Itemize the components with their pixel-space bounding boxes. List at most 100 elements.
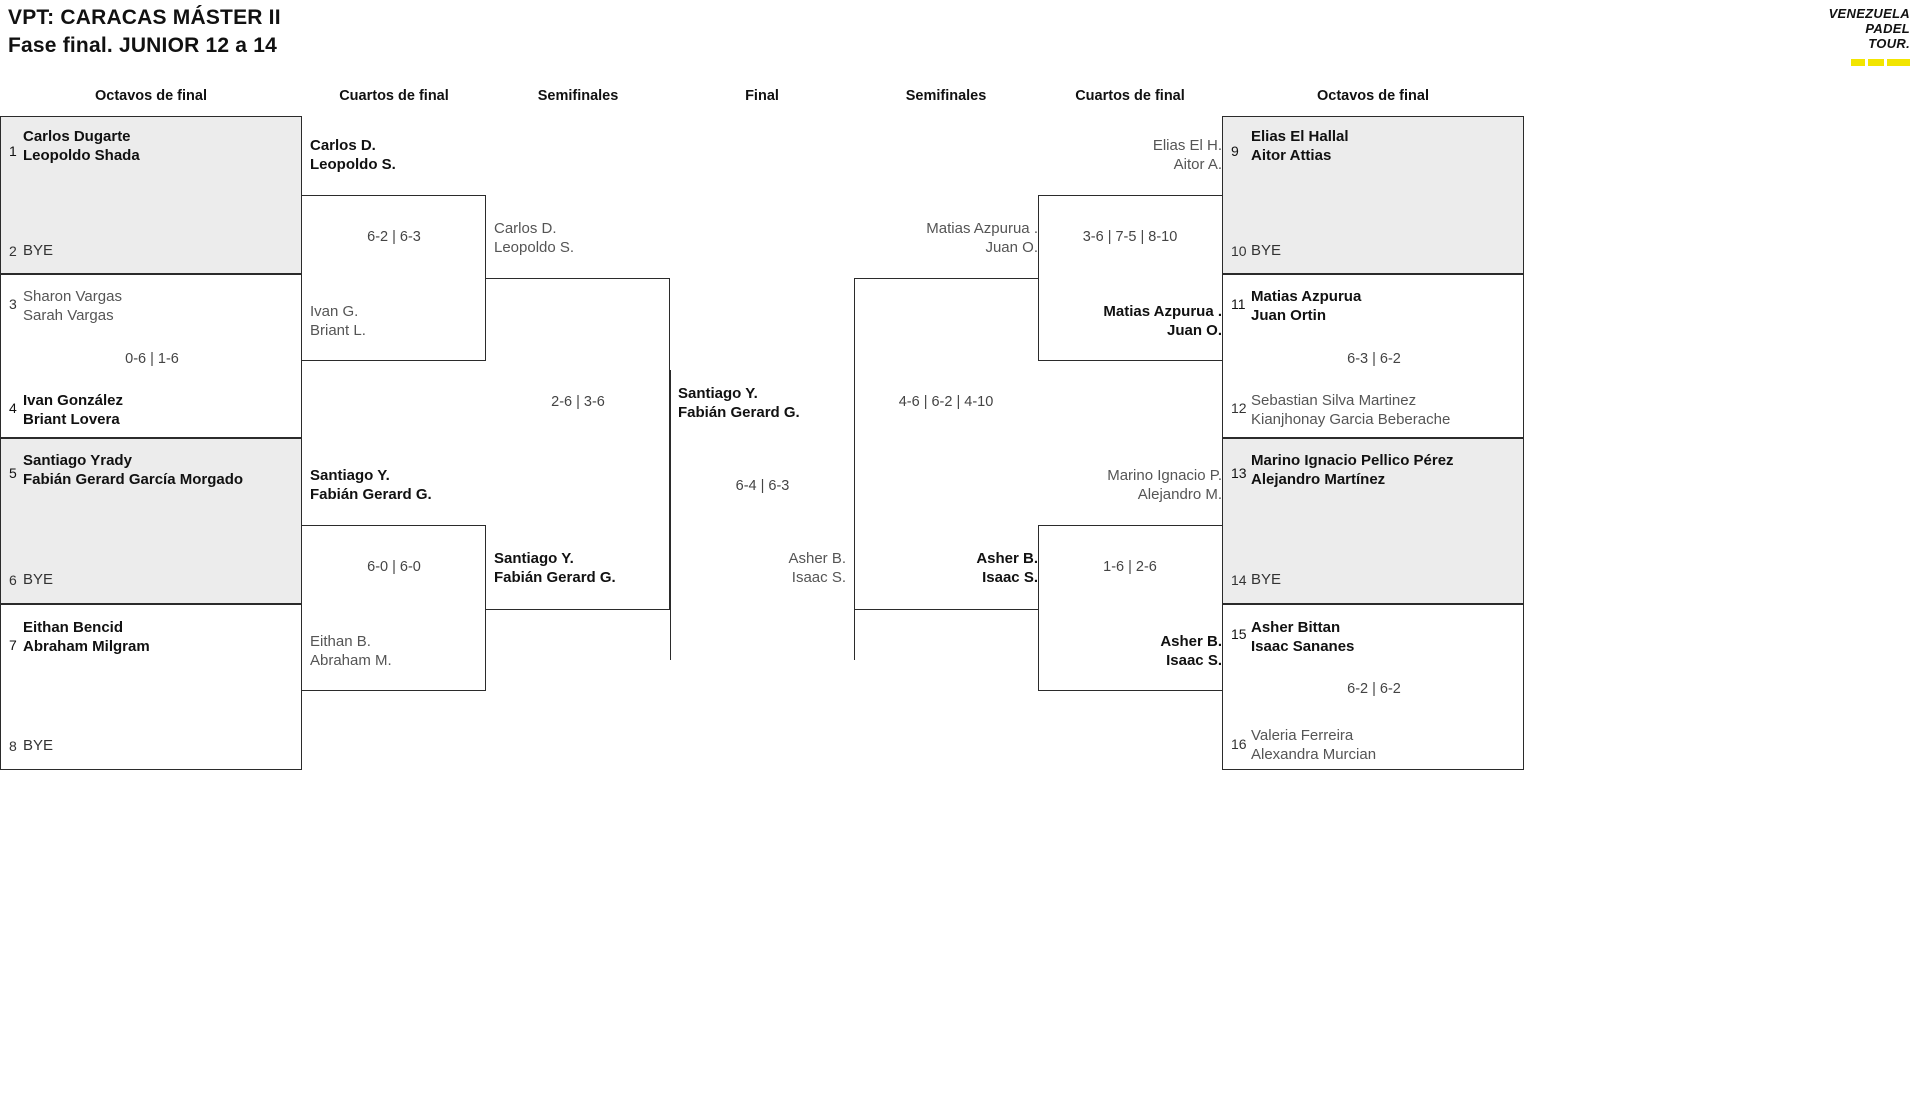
sf-player-line-1: Matias Azpurua .	[926, 220, 1038, 237]
qf-player-line-1: Ivan G.	[310, 303, 359, 320]
final-player-line-1: Asher B.	[788, 550, 846, 567]
player-line-2: Juan Ortin	[1251, 307, 1327, 324]
player-line-1: Carlos Dugarte	[23, 128, 131, 145]
qf-player-line-1: Asher B.	[1160, 633, 1222, 650]
final-connector-left	[670, 370, 671, 660]
round-header-final: Final	[745, 88, 779, 104]
qf-player-line-2: Abraham M.	[310, 652, 392, 669]
vpt-logo: VENEZUELA PADEL TOUR.	[1792, 6, 1910, 68]
qf-player-line-1: Marino Ignacio P.	[1107, 467, 1222, 484]
seed-number: 16	[1231, 736, 1247, 752]
qf-match-score-2: 1-6 | 2-6	[1103, 559, 1157, 575]
round-header-left-r16: Octavos de final	[94, 88, 207, 104]
sf-box-right[interactable]	[854, 278, 1038, 610]
seed-number: 13	[1231, 465, 1247, 481]
r16-cell-seed-3[interactable]: 3 Sharon Vargas Sarah Vargas 0-6 | 1-6 4…	[0, 274, 302, 438]
qf-player-line-2: Aitor A.	[1173, 156, 1222, 173]
logo-dot-icon	[1851, 59, 1858, 66]
round-header-right-sf: Semifinales	[905, 88, 987, 104]
round-header-left-sf: Semifinales	[537, 88, 619, 104]
player-line-2: Isaac Sananes	[1251, 638, 1355, 655]
player-line-2: Briant Lovera	[23, 411, 120, 428]
match-score: 6-3 | 6-2	[1347, 351, 1401, 367]
sf-player-line-2: Juan O.	[985, 239, 1038, 256]
logo-line-padel: PADEL	[1865, 21, 1910, 36]
sf-player-line-2: Leopoldo S.	[494, 239, 575, 256]
sf-match-score-left: 2-6 | 3-6	[551, 394, 605, 410]
qf-player-line-2: Briant L.	[310, 322, 366, 339]
sf-player-line-1: Carlos D.	[494, 220, 557, 237]
final-player-line-1: Santiago Y.	[678, 385, 758, 402]
seed-number: 10	[1231, 243, 1247, 259]
qf-player-line-2: Fabián Gerard G.	[310, 486, 432, 503]
tournament-phase: Fase final. JUNIOR 12 a 14	[8, 34, 277, 57]
sf-player-line-1: Santiago Y.	[494, 550, 574, 567]
qf-player-line-2: Alejandro M.	[1137, 486, 1222, 503]
sf-player-line-2: Fabián Gerard G.	[494, 569, 616, 586]
qf-player-line-1: Eithan B.	[310, 633, 371, 650]
qf-box-left-2[interactable]	[302, 525, 486, 691]
sf-player-line-1: Asher B.	[976, 550, 1038, 567]
match-score: 6-2 | 6-2	[1347, 681, 1401, 697]
round-header-left-qf: Cuartos de final	[339, 88, 449, 104]
page-title: VPT: CARACAS MÁSTER II Fase final. JUNIO…	[8, 4, 281, 60]
bye-label: BYE	[23, 737, 54, 754]
player-line-2: Kianjhonay Garcia Beberache	[1251, 411, 1451, 428]
r16-cell-seed-11[interactable]: 11 Matias Azpurua Juan Ortin 6-3 | 6-2 1…	[1222, 274, 1524, 438]
seed-number: 5	[9, 465, 17, 481]
r16-cell-seed-5[interactable]: 5 Santiago Yrady Fabián Gerard García Mo…	[0, 438, 302, 604]
qf-player-line-2: Juan O.	[1166, 322, 1222, 339]
qf-match-score-1: 6-2 | 6-3	[367, 229, 421, 245]
seed-number: 6	[9, 572, 17, 588]
seed-number: 12	[1231, 400, 1247, 416]
logo-bar-2	[1868, 59, 1884, 66]
bye-label: BYE	[23, 571, 54, 588]
final-match-score: 6-4 | 6-3	[735, 478, 790, 494]
qf-player-line-1: Matias Azpurua .	[1103, 303, 1222, 320]
seed-number: 7	[9, 637, 17, 653]
seed-number: 3	[9, 296, 17, 312]
qf-player-line-1: Carlos D.	[310, 137, 376, 154]
player-line-1: Marino Ignacio Pellico Pérez	[1251, 452, 1454, 469]
player-line-2: Alejandro Martínez	[1251, 471, 1386, 488]
player-line-1: Matias Azpurua	[1251, 288, 1362, 305]
seed-number: 1	[9, 143, 17, 159]
round-header-right-r16: Octavos de final	[1316, 88, 1429, 104]
logo-bar-3	[1887, 59, 1910, 66]
qf-player-line-1: Elias El H.	[1152, 137, 1222, 154]
player-line-1: Sharon Vargas	[23, 288, 122, 305]
sf-player-line-2: Isaac S.	[982, 569, 1038, 586]
seed-number: 2	[9, 243, 17, 259]
player-line-2: Fabián Gerard García Morgado	[23, 471, 244, 488]
qf-player-line-2: Isaac S.	[1166, 652, 1222, 669]
qf-match-score-2: 6-0 | 6-0	[367, 559, 421, 575]
seed-number: 4	[9, 400, 17, 416]
player-line-1: Eithan Bencid	[23, 619, 124, 636]
qf-match-score-1: 3-6 | 7-5 | 8-10	[1082, 229, 1178, 245]
player-line-1: Valeria Ferreira	[1251, 727, 1354, 744]
logo-bar-1	[1856, 59, 1865, 66]
seed-number: 15	[1231, 626, 1247, 642]
qf-box-left-1[interactable]	[302, 195, 486, 361]
seed-number: 8	[9, 738, 17, 754]
qf-box-right-1[interactable]	[1038, 195, 1222, 361]
qf-box-right-2[interactable]	[1038, 525, 1222, 691]
sf-match-score-right: 4-6 | 6-2 | 4-10	[898, 394, 994, 410]
r16-cell-seed-9[interactable]: 9 Elias El Hallal Aitor Attias 10 BYE	[1222, 116, 1524, 274]
r16-cell-seed-7[interactable]: 7 Eithan Bencid Abraham Milgram 8 BYE	[0, 604, 302, 770]
player-line-1: Elias El Hallal	[1251, 128, 1349, 145]
match-score: 0-6 | 1-6	[125, 351, 179, 367]
player-line-2: Abraham Milgram	[23, 638, 150, 655]
r16-cell-seed-15[interactable]: 15 Asher Bittan Isaac Sananes 6-2 | 6-2 …	[1222, 604, 1524, 770]
r16-cell-seed-13[interactable]: 13 Marino Ignacio Pellico Pérez Alejandr…	[1222, 438, 1524, 604]
round-header-right-qf: Cuartos de final	[1075, 88, 1185, 104]
final-player-line-2: Fabián Gerard G.	[678, 404, 800, 421]
final-player-line-2: Isaac S.	[791, 569, 846, 586]
seed-number: 14	[1231, 572, 1247, 588]
bye-label: BYE	[1251, 571, 1282, 588]
sf-box-left[interactable]	[486, 278, 670, 610]
logo-bars-icon	[1856, 59, 1910, 66]
r16-cell-seed-1[interactable]: 1 Carlos Dugarte Leopoldo Shada 2 BYE	[0, 116, 302, 274]
player-line-2: Aitor Attias	[1251, 147, 1332, 164]
player-line-1: Sebastian Silva Martinez	[1251, 392, 1417, 409]
